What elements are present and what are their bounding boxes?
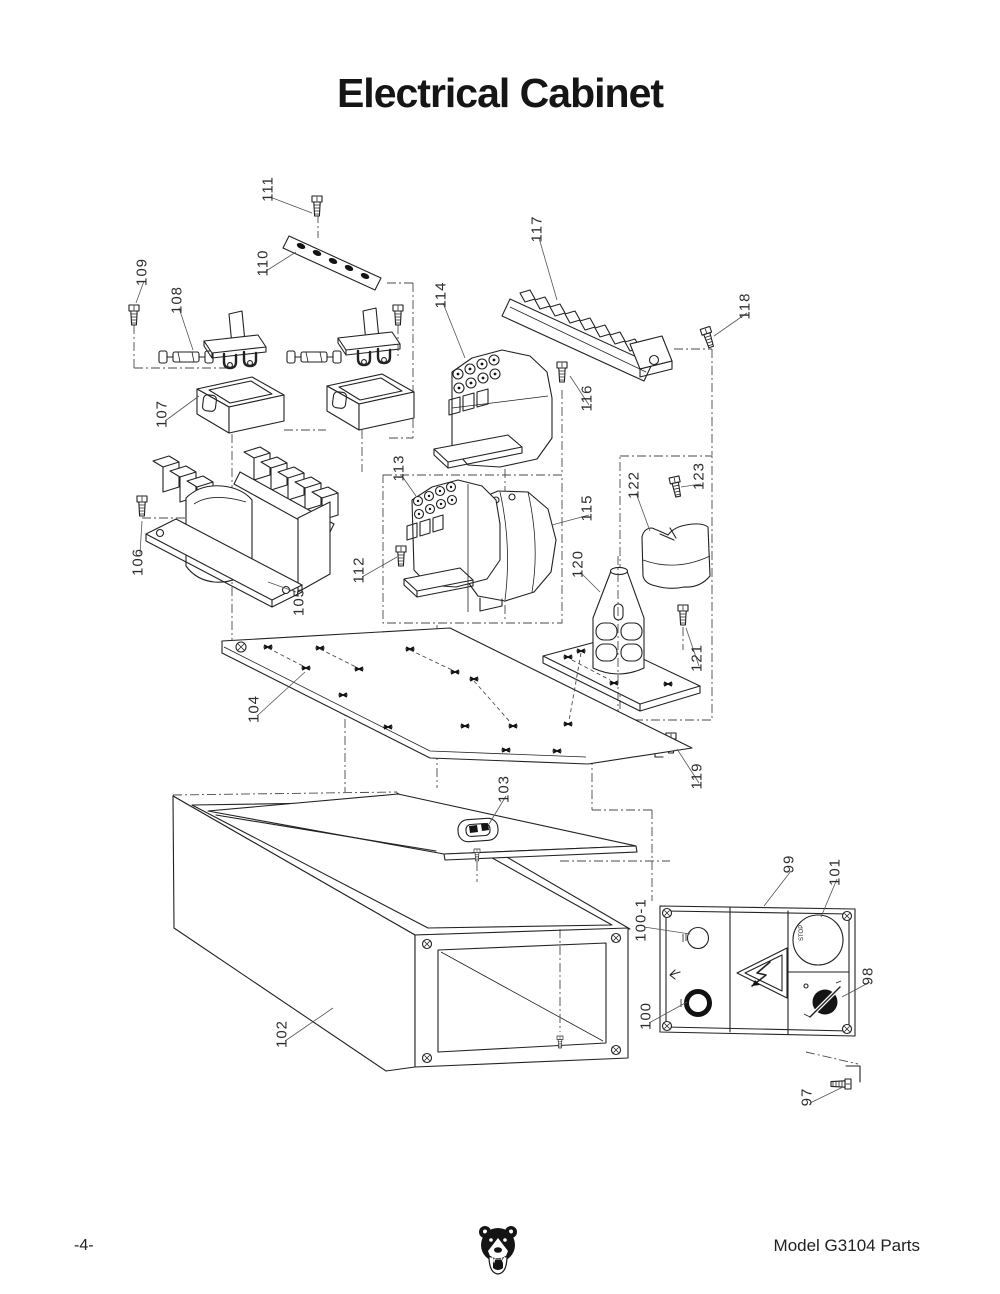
leader-lines [135,196,871,1104]
part-114-contactor [433,349,553,469]
part-label-105: 105 [290,587,308,617]
part-label-115: 115 [578,494,596,522]
part-106-screw [136,495,148,517]
part-label-100-1: 100-1 [632,898,650,942]
part-label-112: 112 [350,556,368,584]
part-113-contactor [403,479,501,612]
part-label-110: 110 [254,249,272,277]
part-123-screw [668,475,684,499]
part-label-97: 97 [798,1087,816,1107]
part-label-107: 107 [153,399,171,429]
part-112-screw [395,545,407,567]
part-label-102: 102 [273,1019,291,1049]
high-voltage-warning-triangle-icon [736,947,788,999]
part-label-101: 101 [826,857,844,887]
part-label-113: 113 [390,454,408,482]
page-title: Electrical Cabinet [336,70,664,116]
part-98-rotary-switch [803,980,842,1018]
part-100-1-button-hole [686,926,710,950]
part-103-lid-latch [457,817,499,843]
part-110-bus-strip [282,235,382,291]
part-label-117: 117 [528,215,546,243]
part-label-116: 116 [578,384,596,412]
footer-model-text: Model G3104 Parts [773,1236,920,1255]
part-102-cabinet-box [172,791,670,1072]
part-label-119: 119 [688,762,706,790]
screw [392,304,404,326]
part-99-control-panel: STOP [659,905,861,1083]
part-label-120: 120 [569,549,587,579]
page-number: -4- [74,1237,94,1254]
part-label-104: 104 [245,694,263,724]
part-label-111: 111 [259,176,277,202]
part-108-fuse [158,350,214,364]
part-label-108: 108 [168,285,186,315]
part-label-103: 103 [495,774,513,804]
part-111-screw [311,195,323,217]
part-105-transformer [145,446,339,608]
part-label-109: 109 [133,257,151,287]
part-label-114: 114 [432,281,450,309]
stop-label: STOP [799,925,805,941]
part-118-screw [699,325,717,350]
part-108-fuse [286,350,342,364]
part-label-98: 98 [859,966,877,986]
part-120-strain-relief-cone [592,556,645,712]
part-107-fuse-cover [326,373,415,431]
part-label-100: 100 [637,1001,655,1031]
part-107-fuse-cover [196,376,285,434]
part-label-106: 106 [129,547,147,577]
fuse-holder [336,306,402,367]
grizzly-bear-icon [479,1226,517,1275]
part-121-screw [677,604,689,626]
part-101-button-hole [792,914,844,966]
part-109-screw [128,304,140,326]
part-label-123: 123 [690,461,708,491]
part-97-screw [830,1078,852,1090]
part-104-mounting-plate [221,627,693,765]
part-100-button-hole [684,989,712,1017]
part-116-screw [556,361,568,383]
part-label-122: 122 [625,470,643,500]
part-label-118: 118 [736,292,754,320]
part-122-clamp [641,523,711,589]
part-label-121: 121 [688,643,706,673]
part-label-99: 99 [780,854,798,874]
part-117-terminal-strip [501,289,673,382]
